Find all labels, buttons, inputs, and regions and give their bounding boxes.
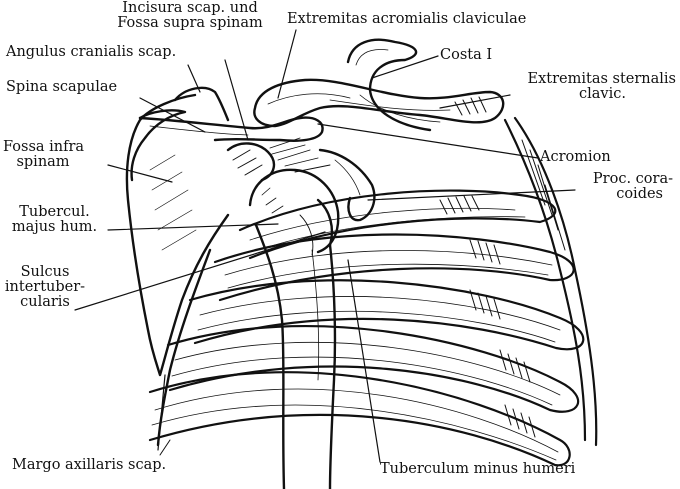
humerus [250, 170, 338, 489]
ribs [150, 191, 583, 466]
label-incisura-line2: Fossa supra spinam [105, 16, 275, 31]
label-fossa-line2: spinam [3, 155, 83, 170]
label-sulcus-intertubercularis: Sulcus intertuber- cularis [2, 265, 88, 310]
label-tubercul-line1: Tubercul. [2, 205, 107, 220]
label-proc-line2: coides [573, 187, 673, 202]
label-angulus-cranialis: Angulus cranialis scap. [6, 45, 176, 60]
label-fossa-line1: Fossa infra [3, 140, 83, 155]
label-sulcus-line3: cularis [2, 295, 88, 310]
label-tuberculum-minus: Tuberculum minus humeri [380, 462, 575, 477]
scapula [127, 88, 374, 455]
label-incisura-line1: Incisura scap. und [105, 1, 275, 16]
label-extremitas-acromialis: Extremitas acromialis claviculae [287, 12, 526, 27]
label-sternalis-line1: Extremitas sternalis [510, 72, 676, 87]
label-extremitas-sternalis: Extremitas sternalis clavic. [510, 72, 676, 102]
label-sulcus-line1: Sulcus [2, 265, 88, 280]
label-acromion: Acromion [540, 150, 611, 165]
label-sulcus-line2: intertuber- [2, 280, 88, 295]
label-spina-scapulae: Spina scapulae [6, 80, 117, 95]
label-proc-coracoides: Proc. cora- coides [573, 172, 673, 202]
label-tubercul-line2: majus hum. [2, 220, 107, 235]
label-margo-axillaris: Margo axillaris scap. [12, 458, 166, 473]
label-fossa-infra-spinam: Fossa infra spinam [3, 140, 83, 170]
label-sternalis-line2: clavic. [510, 87, 676, 102]
label-incisura-scap: Incisura scap. und Fossa supra spinam [105, 1, 275, 31]
label-costa-i: Costa I [440, 48, 492, 63]
label-proc-line1: Proc. cora- [573, 172, 673, 187]
label-tubercul-majus: Tubercul. majus hum. [2, 205, 107, 235]
